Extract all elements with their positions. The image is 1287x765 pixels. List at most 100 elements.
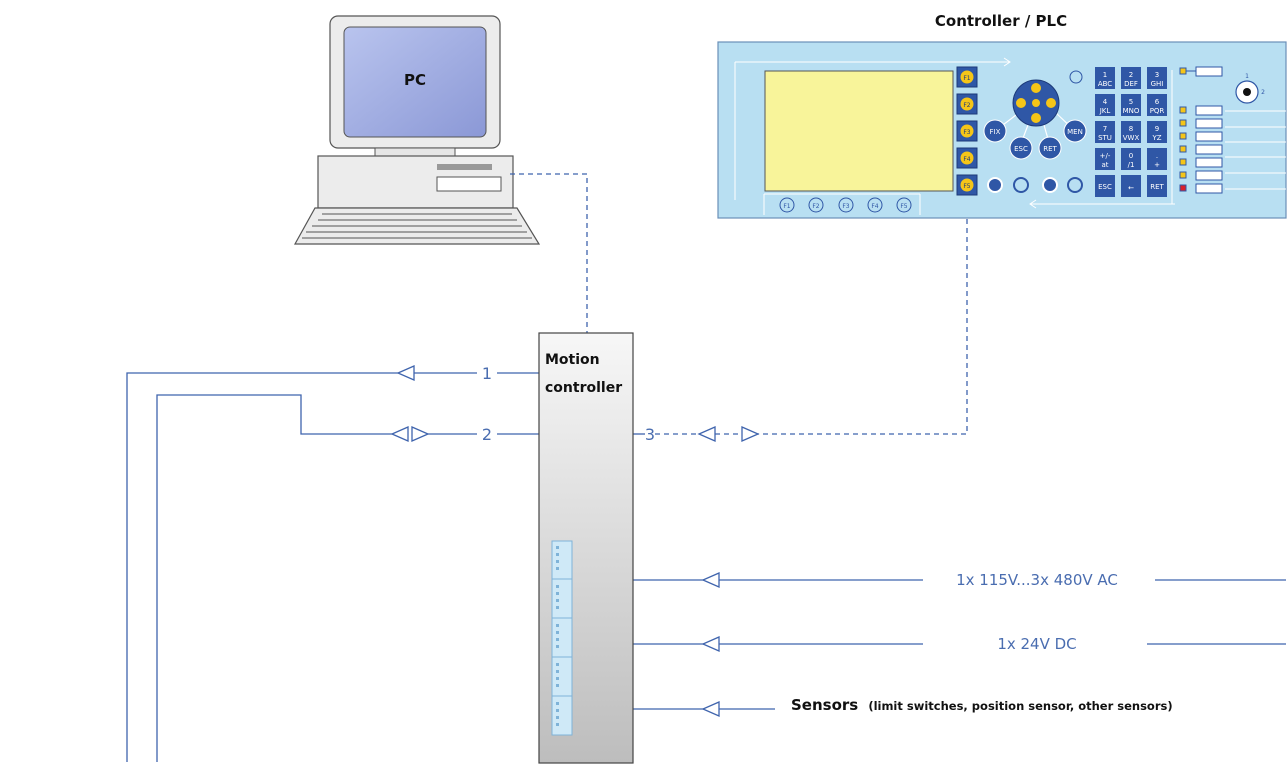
plc-bottom-fkey-1[interactable]: [779, 197, 795, 213]
plc-led-8-red: [1179, 184, 1187, 192]
link-3-label: 3: [645, 425, 655, 444]
svg-text:GHI: GHI: [1151, 80, 1164, 88]
svg-text:+/-: +/-: [1100, 152, 1111, 160]
svg-text:5: 5: [1129, 98, 1133, 106]
svg-text:+: +: [1154, 161, 1160, 169]
arrow-sensors: [701, 701, 720, 717]
arrow-3-right: [741, 426, 760, 442]
motion-controller-label-2: controller: [545, 380, 622, 396]
svg-text:DEF: DEF: [1124, 80, 1138, 88]
plc-dpad-down[interactable]: [1031, 113, 1041, 123]
plc-dpad-up[interactable]: [1031, 83, 1041, 93]
link-2-line: [156, 394, 392, 762]
plc-mode-button-4[interactable]: [1067, 177, 1083, 193]
plc-fkey-1[interactable]: [960, 70, 974, 84]
svg-text:MNO: MNO: [1123, 107, 1140, 115]
svg-text:YZ: YZ: [1151, 134, 1161, 142]
plc-bottom-fkey-2[interactable]: [808, 197, 824, 213]
plc-key-5[interactable]: [1121, 94, 1141, 116]
plc-keypad[interactable]: 1 ABC 2 DEF 3 GHI 4 JKL 5 MNO 6 PQR 7 ST…: [1095, 67, 1167, 197]
motion-controller-connectors: [551, 540, 573, 736]
svg-text:F4: F4: [871, 203, 878, 210]
plc-led-7: [1179, 171, 1187, 179]
pc-screen: [343, 26, 487, 138]
arrow-1: [396, 365, 415, 381]
plc-key-sign[interactable]: [1095, 148, 1115, 170]
plc-esc-key[interactable]: [1009, 136, 1033, 160]
svg-text:at: at: [1101, 161, 1108, 169]
plc-key-ret[interactable]: [1147, 175, 1167, 197]
plc-ret-key[interactable]: [1038, 136, 1062, 160]
plc-key-switch-mark-2: 2: [1261, 89, 1265, 96]
plc-dpad-left[interactable]: [1016, 98, 1026, 108]
plc-led-5: [1179, 145, 1187, 153]
plc-fkeys[interactable]: F1 F2 F3 F4 F5: [956, 66, 978, 196]
sensors-label-detail: (limit switches, position sensor, other …: [868, 699, 1172, 713]
svg-text:F2: F2: [963, 102, 970, 109]
plc-dpad-center[interactable]: [1032, 99, 1040, 107]
plc-bottom-fkey-3[interactable]: [838, 197, 854, 213]
power-ac-label: 1x 115V...3x 480V AC: [956, 571, 1118, 589]
plc-mode-button-2[interactable]: [1013, 177, 1029, 193]
pc-keyboard-keys: [302, 213, 532, 239]
plc-led-2: [1179, 106, 1187, 114]
plc-power-icon[interactable]: [1069, 70, 1083, 84]
plc-key-1[interactable]: [1095, 67, 1115, 89]
svg-text:ABC: ABC: [1098, 80, 1112, 88]
plc-bottom-fkey-4[interactable]: [867, 197, 883, 213]
svg-text:ESC: ESC: [1014, 145, 1028, 153]
plc-led-6: [1179, 158, 1187, 166]
plc-key-backspace[interactable]: [1121, 175, 1141, 197]
plc-bottom-fkey-5[interactable]: [896, 197, 912, 213]
plc-bottom-fkeys[interactable]: F1 F2 F3 F4 F5: [779, 197, 912, 213]
svg-text:F1: F1: [963, 75, 970, 82]
plc-fkey-3[interactable]: [960, 124, 974, 138]
plc-mode-buttons[interactable]: [987, 177, 1083, 193]
plc-key-esc[interactable]: [1095, 175, 1115, 197]
plc-key-switch[interactable]: 1 2: [1235, 73, 1265, 104]
plc-key-dot[interactable]: [1147, 148, 1167, 170]
arrow-2-left: [390, 426, 409, 442]
plc-key-3[interactable]: [1147, 67, 1167, 89]
svg-text:8: 8: [1129, 125, 1133, 133]
plc-led-3: [1179, 119, 1187, 127]
plc-fkey-2[interactable]: [960, 97, 974, 111]
sensors-label: Sensors (limit switches, position sensor…: [791, 695, 1173, 714]
svg-text:.: .: [1156, 152, 1158, 160]
plc-key-6[interactable]: [1147, 94, 1167, 116]
pc-link-dashed: [510, 173, 588, 333]
connection-lines: [126, 173, 1286, 762]
svg-text:VWX: VWX: [1123, 134, 1140, 142]
plc-dpad-right[interactable]: [1046, 98, 1056, 108]
plc-fkey-5[interactable]: [960, 178, 974, 192]
plc-fkey-4[interactable]: [960, 151, 974, 165]
plc-key-2[interactable]: [1121, 67, 1141, 89]
plc-panel-decoration: [734, 57, 1286, 215]
plc-fix-key[interactable]: [983, 119, 1007, 143]
svg-text:/1: /1: [1128, 161, 1135, 169]
plc-key-0[interactable]: [1121, 148, 1141, 170]
motion-controller-label-1: Motion: [545, 352, 600, 368]
arrow-2-right: [411, 426, 430, 442]
plc-mode-button-1[interactable]: [987, 177, 1003, 193]
plc-key-8[interactable]: [1121, 121, 1141, 143]
svg-text:7: 7: [1103, 125, 1107, 133]
plc-key-9[interactable]: [1147, 121, 1167, 143]
plc-men-key[interactable]: [1063, 119, 1087, 143]
svg-text:0: 0: [1129, 152, 1133, 160]
motion-controller: Motion controller: [538, 332, 634, 764]
pc: PC: [293, 15, 541, 245]
plc-key-4[interactable]: [1095, 94, 1115, 116]
svg-text:F2: F2: [812, 203, 819, 210]
sensors-label-main: Sensors: [791, 696, 858, 714]
svg-text:F5: F5: [963, 183, 970, 190]
plc-key-7[interactable]: [1095, 121, 1115, 143]
svg-text:F3: F3: [842, 203, 849, 210]
plc-nav-cluster[interactable]: FIX ESC RET MEN: [983, 70, 1087, 160]
link-1-label: 1: [482, 364, 492, 383]
plc-led-indicators: [1179, 66, 1223, 194]
plc-mode-button-3[interactable]: [1042, 177, 1058, 193]
svg-text:3: 3: [1155, 71, 1159, 79]
plc-link-dashed: [757, 219, 968, 435]
